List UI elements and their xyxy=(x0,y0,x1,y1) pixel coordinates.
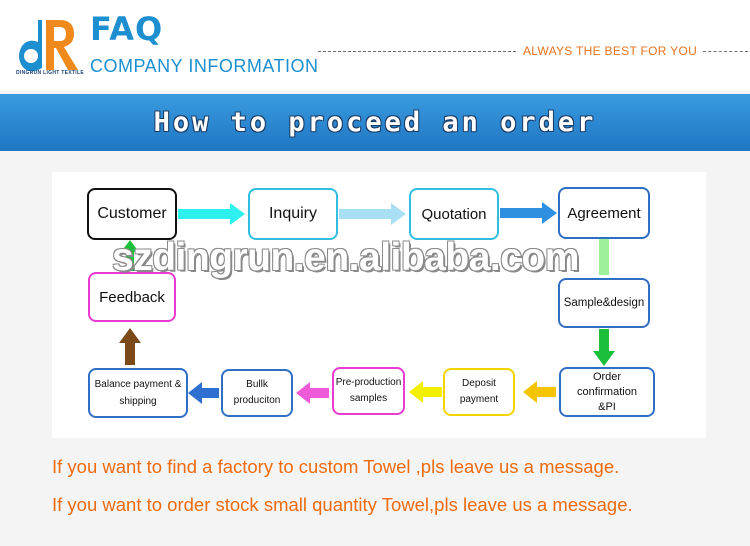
node-label: Order confirmation &PI xyxy=(577,370,637,413)
arrow-order-to-deposit xyxy=(523,381,556,403)
node-bulk-production: Bullk produciton xyxy=(221,369,293,417)
divider-line-right xyxy=(703,51,748,52)
arrow-feedback-to-customer xyxy=(121,240,139,271)
node-label: Deposit payment xyxy=(459,378,499,405)
node-order-confirmation: Order confirmation &PI xyxy=(559,367,655,417)
node-balance-payment: Balance payment & shipping xyxy=(88,368,188,418)
node-quotation: Quotation xyxy=(409,188,499,240)
node-label: Agreement xyxy=(567,204,641,222)
node-label: Quotation xyxy=(421,205,487,223)
slogan: ALWAYS THE BEST FOR YOU xyxy=(523,44,698,58)
page-subtitle: COMPANY INFORMATION xyxy=(90,56,319,76)
header: DINGRUN LIGHT TEXTILE FAQ COMPANY INFORM… xyxy=(0,0,750,90)
message-stock-towel: If you want to order stock small quantit… xyxy=(52,494,633,515)
node-customer: Customer xyxy=(87,188,177,240)
node-label: Bullk produciton xyxy=(233,379,281,406)
node-label: Balance payment & shipping xyxy=(94,379,182,407)
arrow-bulk-to-balance xyxy=(188,382,219,404)
node-sample-design: Sample&design xyxy=(558,278,650,328)
arrow-inquiry-to-quotation xyxy=(339,203,406,225)
section-banner: How to proceed an order xyxy=(0,94,750,151)
node-label: Pre-production samples xyxy=(335,377,402,404)
company-logo xyxy=(19,20,78,72)
page-title: FAQ xyxy=(90,10,164,48)
banner-title: How to proceed an order xyxy=(153,107,597,138)
arrow-preproduction-to-bulk xyxy=(296,382,329,404)
arrow-quotation-to-agreement xyxy=(500,202,557,224)
order-flow-diagram: Customer Inquiry Quotation Agreement Sam… xyxy=(52,172,706,438)
arrow-sample-to-order xyxy=(593,329,615,366)
logo-subtitle: DINGRUN LIGHT TEXTILE xyxy=(16,70,84,76)
node-label: Feedback xyxy=(99,288,165,306)
node-inquiry: Inquiry xyxy=(248,188,338,240)
node-feedback: Feedback xyxy=(88,272,176,322)
node-label: Sample&design xyxy=(563,297,645,309)
node-pre-production: Pre-production samples xyxy=(332,367,405,415)
watermark-text: szdingrun.en.alibaba.com xyxy=(112,236,579,279)
arrow-deposit-to-preproduction xyxy=(409,381,442,403)
node-deposit-payment: Deposit payment xyxy=(443,368,515,416)
arrow-balance-to-feedback xyxy=(119,328,141,365)
message-custom-towel: If you want to find a factory to custom … xyxy=(52,456,620,477)
node-label: Customer xyxy=(97,205,167,222)
arrow-customer-to-inquiry xyxy=(178,203,245,225)
node-label: Inquiry xyxy=(268,205,318,222)
node-agreement: Agreement xyxy=(558,187,650,239)
arrow-agreement-to-sample xyxy=(599,239,609,275)
divider-line xyxy=(318,51,516,52)
